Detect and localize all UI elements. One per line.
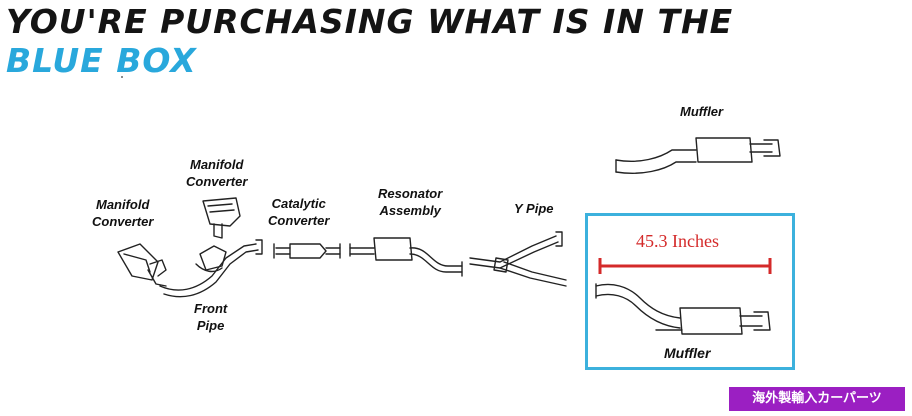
headline-text: YOU'RE PURCHASING WHAT IS IN THE [6, 2, 734, 41]
label-manifold-converter-right: Manifold Converter [186, 156, 247, 190]
label-muffler-top: Muffler [680, 103, 723, 120]
watermark-badge: 海外製輸入カーパーツ [729, 387, 905, 411]
manifold-converter-right-drawing [202, 197, 241, 239]
label-text: Front Pipe [194, 301, 228, 333]
label-manifold-converter-left: Manifold Converter [92, 196, 153, 230]
label-catalytic-converter: Catalytic Converter [268, 195, 329, 229]
label-text: Catalytic Converter [268, 196, 330, 228]
label-text: Resonator Assembly [378, 186, 443, 218]
label-resonator-assembly: Resonator Assembly [378, 185, 442, 219]
measurement-bar [598, 258, 772, 274]
label-front-pipe: Front Pipe [194, 300, 227, 334]
y-pipe-drawing [469, 231, 567, 287]
stray-dot [121, 76, 123, 78]
front-pipe-drawing [159, 239, 263, 298]
label-text: Manifold Converter [92, 197, 154, 229]
headline-highlight: BLUE BOX [6, 41, 197, 80]
label-text: Muffler [680, 104, 724, 119]
catalytic-converter-drawing [273, 243, 341, 259]
label-y-pipe: Y Pipe [514, 200, 554, 217]
label-muffler-box: Muffler [664, 345, 711, 361]
muffler-top-drawing [615, 137, 781, 174]
label-text: Manifold Converter [186, 157, 248, 189]
headline-banner: YOU'RE PURCHASING WHAT IS IN THE BLUE BO… [6, 2, 906, 80]
resonator-assembly-drawing [349, 237, 463, 277]
blue-box-highlight [585, 213, 795, 370]
label-text: Y Pipe [514, 201, 554, 216]
muffler-box-drawing [595, 283, 771, 335]
manifold-converter-left-drawing [117, 243, 167, 287]
measurement-label: 45.3 Inches [636, 231, 719, 251]
